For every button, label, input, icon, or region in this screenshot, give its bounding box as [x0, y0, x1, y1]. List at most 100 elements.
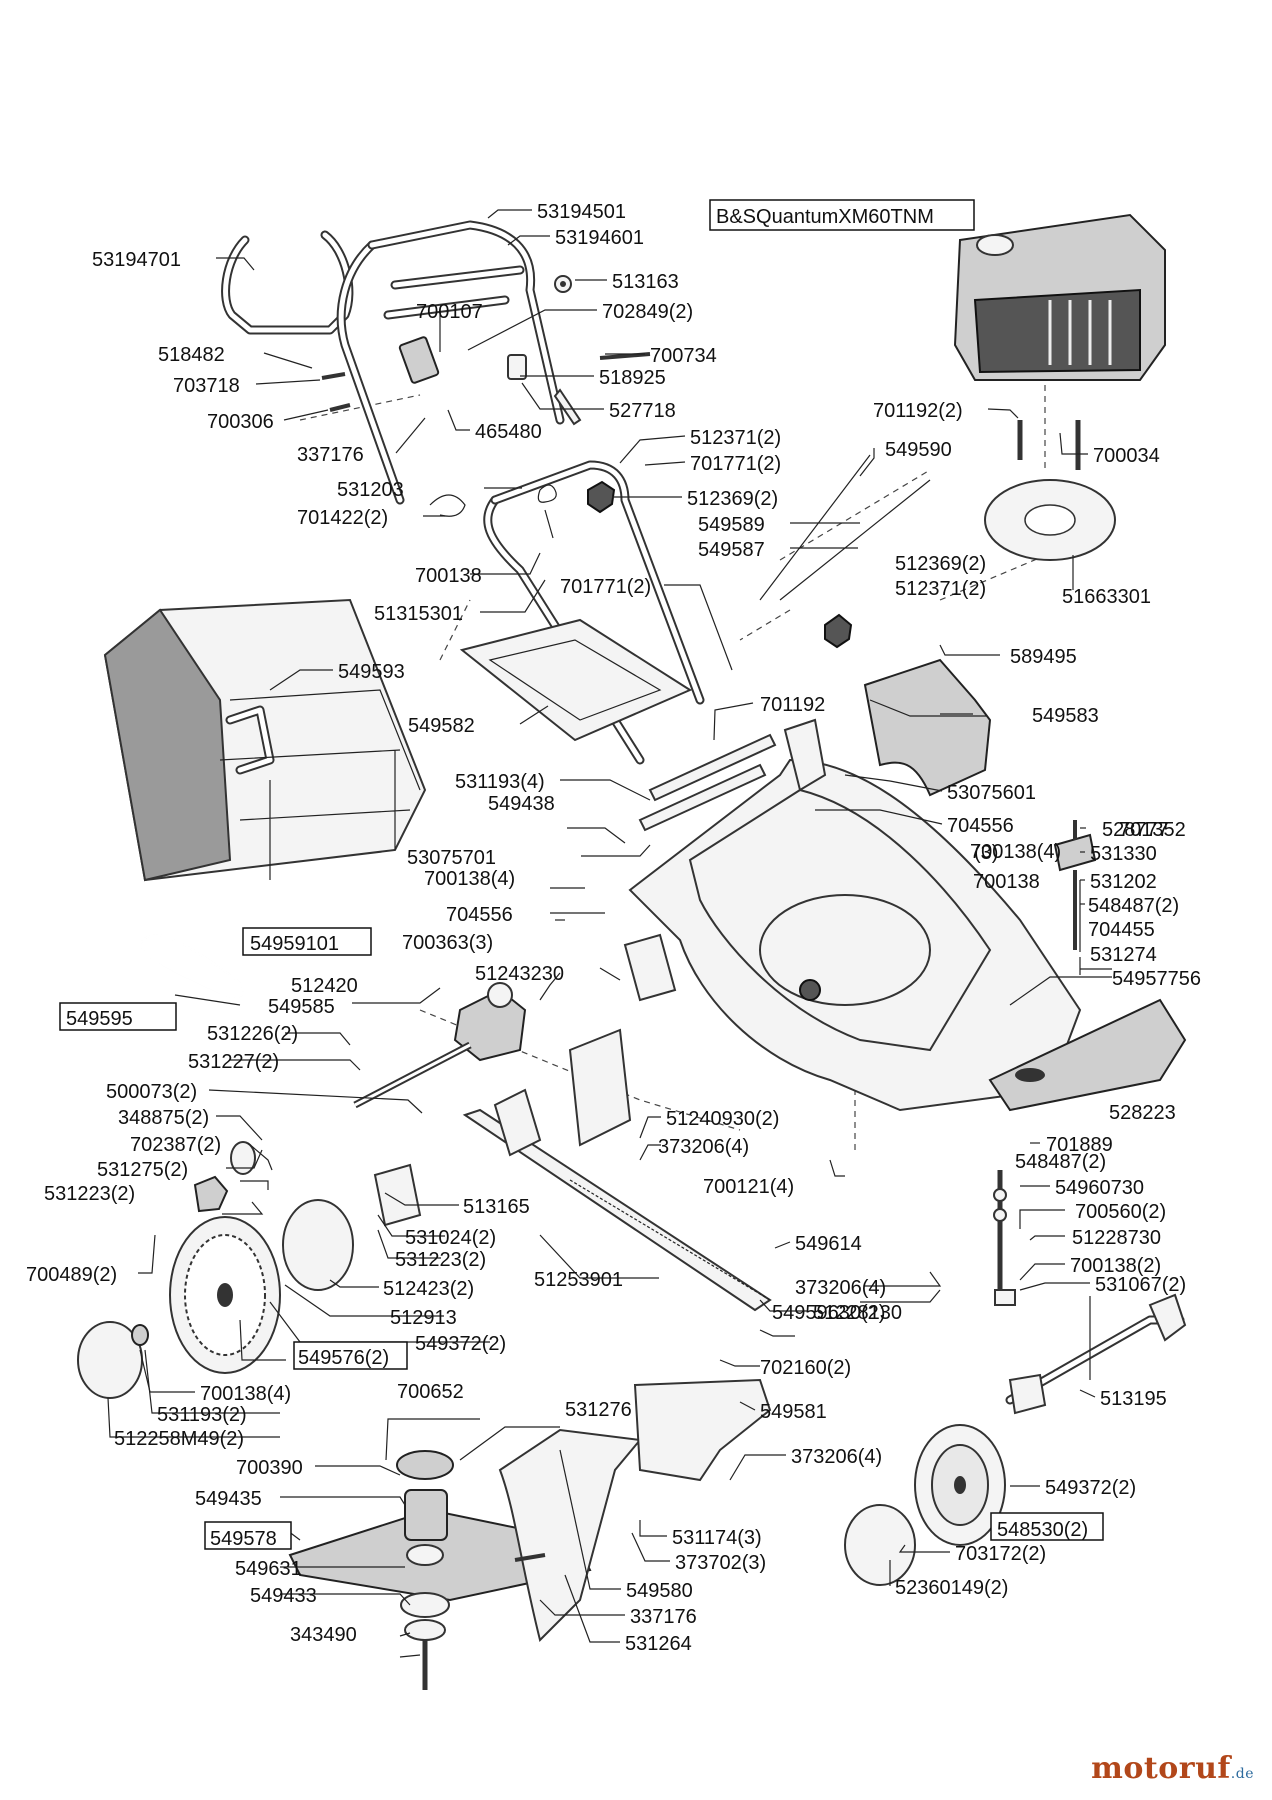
- part-label: 54959630(2): [772, 1302, 885, 1324]
- part-label: 500073(2): [106, 1081, 197, 1103]
- part-label: 704556: [446, 904, 513, 926]
- part-label: 704556: [947, 815, 1014, 837]
- part-label: 589495: [1010, 646, 1077, 668]
- brand-name: motoruf: [1091, 1751, 1231, 1786]
- part-label: 704455: [1088, 919, 1155, 941]
- part-label: 531227(2): [188, 1051, 279, 1073]
- part-label: 700489(2): [26, 1264, 117, 1286]
- part-label: 700306: [207, 411, 274, 433]
- part-label: 53075701: [407, 847, 496, 869]
- part-label: 531174(3): [672, 1527, 762, 1549]
- part-label: 53194701: [92, 249, 181, 271]
- part-label: 531330: [1090, 843, 1157, 865]
- part-label: 531264: [625, 1633, 692, 1655]
- part-label: 549580: [626, 1580, 693, 1602]
- part-label: 702160(2): [760, 1357, 851, 1379]
- part-label: 549587: [698, 539, 765, 561]
- part-label: 549433: [250, 1585, 317, 1607]
- part-label: 700363(3): [402, 932, 493, 954]
- brand-logo[interactable]: motoruf.de: [1091, 1751, 1254, 1786]
- part-label: 700652: [397, 1381, 464, 1403]
- part-label: 512258M49(2): [114, 1428, 244, 1450]
- part-label: 531275(2): [97, 1159, 188, 1181]
- part-label: 701192(2): [873, 400, 963, 422]
- part-labels: B&SQuantumXM60TNM 53194501 53194601 5319…: [26, 201, 1201, 1655]
- part-label: 700734: [650, 345, 717, 367]
- part-label: 53075601: [947, 782, 1036, 804]
- part-label: 531203: [337, 479, 404, 501]
- part-label: 549614: [795, 1233, 862, 1255]
- part-label: 700560(2): [1075, 1201, 1166, 1223]
- part-label: 51243230: [475, 963, 564, 985]
- part-label: 701771(2): [560, 576, 651, 598]
- part-label: 531024(2): [405, 1227, 496, 1249]
- part-label: 518482: [158, 344, 225, 366]
- part-label: 549576(2): [298, 1347, 389, 1369]
- part-label: 51253901: [534, 1269, 623, 1291]
- part-label: 373702(3): [675, 1552, 766, 1574]
- part-label: 701889: [1046, 1134, 1113, 1156]
- part-label: 700138(4): [424, 868, 515, 890]
- part-label: 512369(2): [687, 488, 778, 510]
- part-label: 337176: [630, 1606, 697, 1628]
- part-label: 348875(2): [118, 1107, 209, 1129]
- part-label: 512913: [390, 1307, 457, 1329]
- part-label: 549583: [1032, 705, 1099, 727]
- part-label: 549581: [760, 1401, 827, 1423]
- part-label: 512369(2): [895, 553, 986, 575]
- part-label: 548487(2): [1088, 895, 1179, 917]
- part-label: 53194601: [555, 227, 644, 249]
- part-label: 51663301: [1062, 586, 1151, 608]
- part-label: 549578: [210, 1528, 277, 1550]
- part-label: 700138: [973, 871, 1040, 893]
- part-label: 531276: [565, 1399, 632, 1421]
- part-label: 513195: [1100, 1388, 1167, 1410]
- part-label: 465480: [475, 421, 542, 443]
- brand-tld: .de: [1230, 1766, 1254, 1782]
- part-label: 703718: [173, 375, 240, 397]
- part-label: 513165: [463, 1196, 530, 1218]
- label-boxes: [59, 199, 1104, 1550]
- part-label: 51228730: [1072, 1227, 1161, 1249]
- part-label: 703172(2): [955, 1543, 1046, 1565]
- part-label: 549595: [66, 1008, 133, 1030]
- part-label: 702387(2): [130, 1134, 221, 1156]
- part-label: 373206(4): [791, 1446, 882, 1468]
- part-label: 549585: [268, 996, 335, 1018]
- part-label: 700034: [1093, 445, 1160, 467]
- part-label: 54960730: [1055, 1177, 1144, 1199]
- part-label: 701422(2): [297, 507, 388, 529]
- part-label: 700107: [416, 301, 483, 323]
- part-label: 700138: [415, 565, 482, 587]
- part-label: 549435: [195, 1488, 262, 1510]
- part-label: 549593: [338, 661, 405, 683]
- part-label: 701352: [1119, 819, 1186, 841]
- part-label: 512420: [291, 975, 358, 997]
- part-label: 373206(4): [795, 1277, 886, 1299]
- part-label: 512371(2): [895, 578, 986, 600]
- part-label: 701192: [760, 694, 825, 716]
- part-label: 549631: [235, 1558, 302, 1580]
- part-label: 513163: [612, 271, 679, 293]
- part-label: 343490: [290, 1624, 357, 1646]
- part-label: 700138(2): [1070, 1255, 1161, 1277]
- part-label: 51228130: [813, 1302, 902, 1324]
- part-label: 549372(2): [415, 1333, 506, 1355]
- part-label: 702849(2): [602, 301, 693, 323]
- part-label: 700390: [236, 1457, 303, 1479]
- part-label: 337176: [297, 444, 364, 466]
- part-label: 549582: [408, 715, 475, 737]
- leader-lines: [107, 209, 1112, 1658]
- part-label: 531226(2): [207, 1023, 298, 1045]
- part-label: 549372(2): [1045, 1477, 1136, 1499]
- part-drawings: [77, 213, 1187, 1690]
- part-label: 51240930(2): [666, 1108, 779, 1130]
- part-label: 54957756: [1112, 968, 1201, 990]
- part-label: 531193(2): [157, 1404, 247, 1426]
- part-label: 373206(4): [658, 1136, 749, 1158]
- part-label: 512371(2): [690, 427, 781, 449]
- part-label: B&SQuantumXM60TNM: [716, 206, 934, 228]
- part-label: 54959101: [250, 933, 339, 955]
- part-label: 549589: [698, 514, 765, 536]
